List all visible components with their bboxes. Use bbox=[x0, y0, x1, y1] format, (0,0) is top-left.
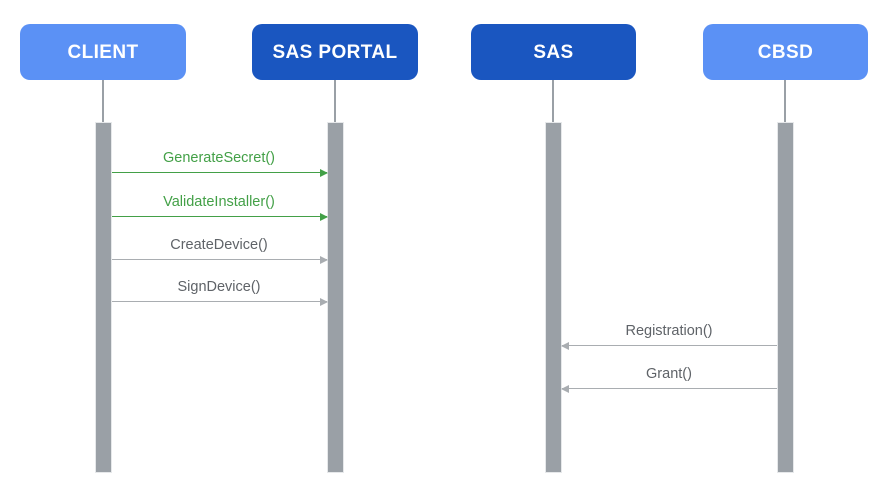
participant-label-cbsd: CBSD bbox=[757, 41, 814, 63]
activation-bar-client bbox=[94, 122, 112, 473]
message-label-grant: Grant() bbox=[646, 366, 692, 382]
message-label-registration: Registration() bbox=[625, 323, 713, 339]
activation-bar-sas-portal bbox=[326, 122, 344, 473]
participant-label-sas: SAS bbox=[533, 41, 574, 63]
lifeline-stem-sas bbox=[552, 80, 554, 122]
arrow-head-right-icon bbox=[319, 168, 328, 177]
lifeline-stem-client bbox=[102, 80, 104, 122]
participant-box-sas[interactable]: SAS bbox=[471, 24, 636, 80]
message-label-generate-secret: GenerateSecret() bbox=[162, 150, 276, 166]
participant-box-sas-portal[interactable]: SAS PORTAL bbox=[252, 24, 418, 80]
participant-box-cbsd[interactable]: CBSD bbox=[703, 24, 868, 80]
message-line-validate-installer bbox=[111, 216, 327, 217]
message-label-create-device: CreateDevice() bbox=[170, 237, 268, 253]
activation-bar-sas bbox=[544, 122, 562, 473]
lifeline-stem-sas-portal bbox=[334, 80, 336, 122]
arrow-head-left-icon bbox=[560, 341, 569, 350]
participant-box-client[interactable]: CLIENT bbox=[20, 24, 186, 80]
arrow-head-right-icon bbox=[319, 212, 328, 221]
message-line-sign-device bbox=[111, 301, 327, 302]
lifeline-stem-cbsd bbox=[784, 80, 786, 122]
activation-bar-cbsd bbox=[776, 122, 794, 473]
arrow-head-right-icon bbox=[319, 297, 328, 306]
message-line-grant bbox=[561, 388, 777, 389]
message-label-validate-installer: ValidateInstaller() bbox=[163, 194, 275, 210]
message-line-create-device bbox=[111, 259, 327, 260]
participant-label-sas-portal: SAS PORTAL bbox=[272, 41, 398, 63]
arrow-head-left-icon bbox=[560, 384, 569, 393]
participant-label-client: CLIENT bbox=[67, 41, 139, 63]
message-label-sign-device: SignDevice() bbox=[177, 279, 261, 295]
message-line-registration bbox=[561, 345, 777, 346]
arrow-head-right-icon bbox=[319, 255, 328, 264]
message-line-generate-secret bbox=[111, 172, 327, 173]
